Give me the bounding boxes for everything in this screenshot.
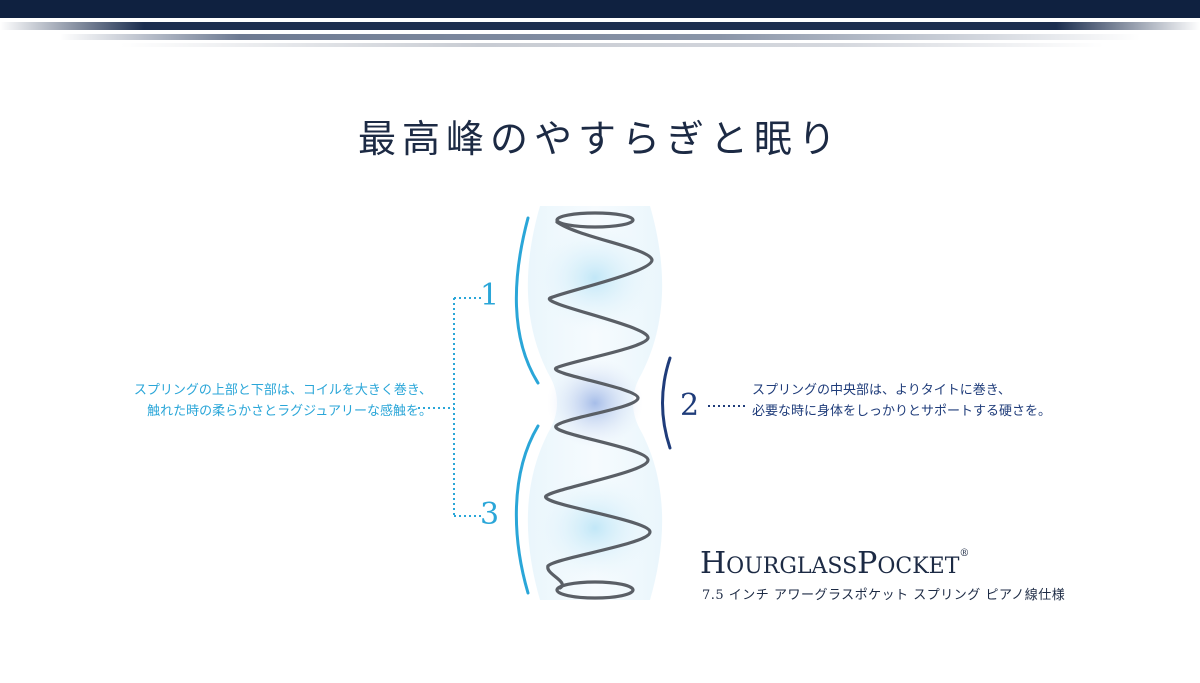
left-bracket bbox=[418, 297, 482, 517]
spring-icon bbox=[514, 206, 672, 600]
header-stripe bbox=[0, 34, 1200, 40]
registered-mark: ® bbox=[959, 548, 970, 559]
header-stripe bbox=[0, 22, 1200, 30]
callout-right-line: スプリングの中央部は、よりタイトに巻き、 bbox=[752, 383, 1011, 398]
callout-right: スプリングの中央部は、よりタイトに巻き、 必要な時に身体をしっかりとサポートする… bbox=[752, 380, 1112, 422]
callout-right-line: 必要な時に身体をしっかりとサポートする硬さを。 bbox=[752, 404, 1052, 419]
header-bar bbox=[0, 0, 1200, 18]
right-connector bbox=[708, 405, 746, 407]
header-stripe bbox=[0, 43, 1200, 47]
marker-3: 3 bbox=[480, 497, 500, 532]
marker-2: 2 bbox=[680, 388, 700, 423]
callout-left-line: スプリングの上部と下部は、コイルを大きく巻き、 bbox=[133, 383, 432, 398]
page-title: 最高峰のやすらぎと眠り bbox=[357, 117, 842, 161]
callout-left: スプリングの上部と下部は、コイルを大きく巻き、 触れた時の柔らかさとラグジュアリ… bbox=[92, 380, 432, 422]
marker-1: 1 bbox=[480, 278, 500, 313]
brand-name: HOURGLASSPOCKET® bbox=[700, 546, 970, 581]
hourglass-spring-illustration bbox=[500, 198, 690, 608]
brand-subtitle: 7.5 インチ アワーグラスポケット スプリング ピアノ線仕様 bbox=[702, 588, 1066, 603]
callout-left-line: 触れた時の柔らかさとラグジュアリーな感触を。 bbox=[147, 404, 432, 419]
spring-coil bbox=[544, 211, 654, 600]
